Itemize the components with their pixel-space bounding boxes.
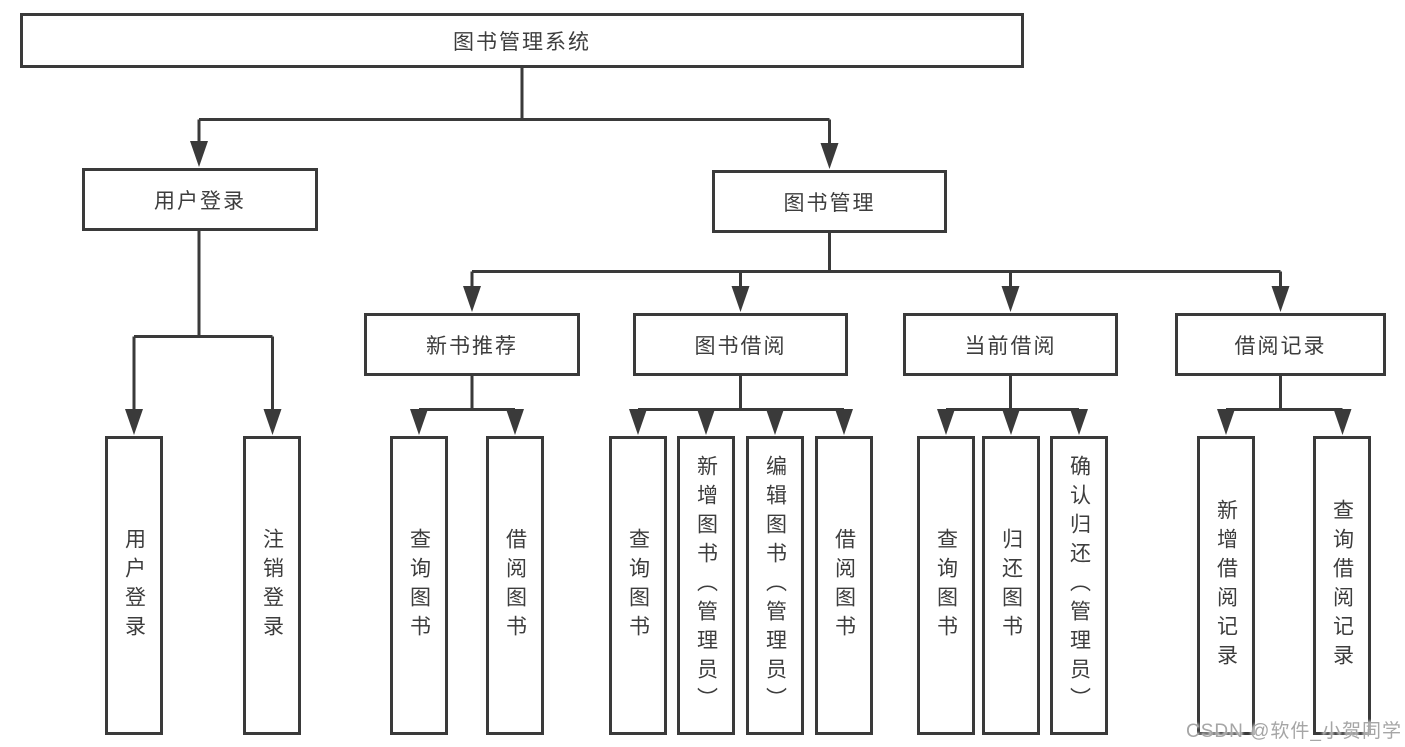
leaf-return-book-label: 归还图书 <box>999 527 1023 644</box>
leaf-add-borrow-record-label: 新增借阅记录 <box>1214 498 1238 673</box>
leaf-query-books-recommend: 查询图书 <box>390 436 448 735</box>
node-library-system-label: 图书管理系统 <box>453 30 591 54</box>
node-user-login: 用户登录 <box>82 168 318 231</box>
leaf-confirm-return-admin-label: 确认归还（管理员） <box>1067 455 1091 716</box>
leaf-borrow-books-recommend: 借阅图书 <box>486 436 544 735</box>
leaf-query-books-recommend-label: 查询图书 <box>407 527 431 644</box>
leaf-query-borrow-record-label: 查询借阅记录 <box>1330 498 1354 673</box>
node-book-borrowing-label: 图书借阅 <box>694 334 787 358</box>
leaf-add-borrow-record: 新增借阅记录 <box>1197 436 1255 735</box>
node-current-borrowing-label: 当前借阅 <box>964 334 1057 358</box>
node-book-management: 图书管理 <box>712 170 947 233</box>
leaf-edit-book-admin: 编辑图书（管理员） <box>746 436 804 735</box>
node-borrowing-records-label: 借阅记录 <box>1234 334 1327 358</box>
node-new-book-recommend: 新书推荐 <box>364 313 580 376</box>
leaf-logout-label: 注销登录 <box>260 527 284 644</box>
leaf-borrow-books-recommend-label: 借阅图书 <box>503 527 527 644</box>
leaf-query-books-borrowing-label: 查询图书 <box>626 527 650 644</box>
node-user-login-label: 用户登录 <box>154 189 246 213</box>
watermark: CSDN @软件_小贺同学 <box>1186 721 1402 742</box>
arrowhead-icons <box>125 141 1352 435</box>
node-borrowing-records: 借阅记录 <box>1175 313 1386 376</box>
leaf-query-books-current-label: 查询图书 <box>934 527 958 644</box>
leaf-edit-book-admin-label: 编辑图书（管理员） <box>763 455 787 716</box>
leaf-add-book-admin: 新增图书（管理员） <box>677 436 735 735</box>
node-new-book-recommend-label: 新书推荐 <box>426 334 518 358</box>
leaf-user-login: 用户登录 <box>105 436 163 735</box>
node-book-management-label: 图书管理 <box>783 191 876 215</box>
leaf-query-books-borrowing: 查询图书 <box>609 436 667 735</box>
leaf-borrow-books-borrowing-label: 借阅图书 <box>832 527 856 644</box>
node-library-system: 图书管理系统 <box>20 13 1024 68</box>
leaf-query-books-current: 查询图书 <box>917 436 975 735</box>
leaf-logout: 注销登录 <box>243 436 301 735</box>
node-book-borrowing: 图书借阅 <box>633 313 848 376</box>
leaf-borrow-books-borrowing: 借阅图书 <box>815 436 873 735</box>
leaf-add-book-admin-label: 新增图书（管理员） <box>694 455 718 716</box>
leaf-return-book: 归还图书 <box>982 436 1040 735</box>
leaf-user-login-label: 用户登录 <box>122 527 146 644</box>
leaf-query-borrow-record: 查询借阅记录 <box>1313 436 1371 735</box>
leaf-confirm-return-admin: 确认归还（管理员） <box>1050 436 1108 735</box>
node-current-borrowing: 当前借阅 <box>903 313 1118 376</box>
